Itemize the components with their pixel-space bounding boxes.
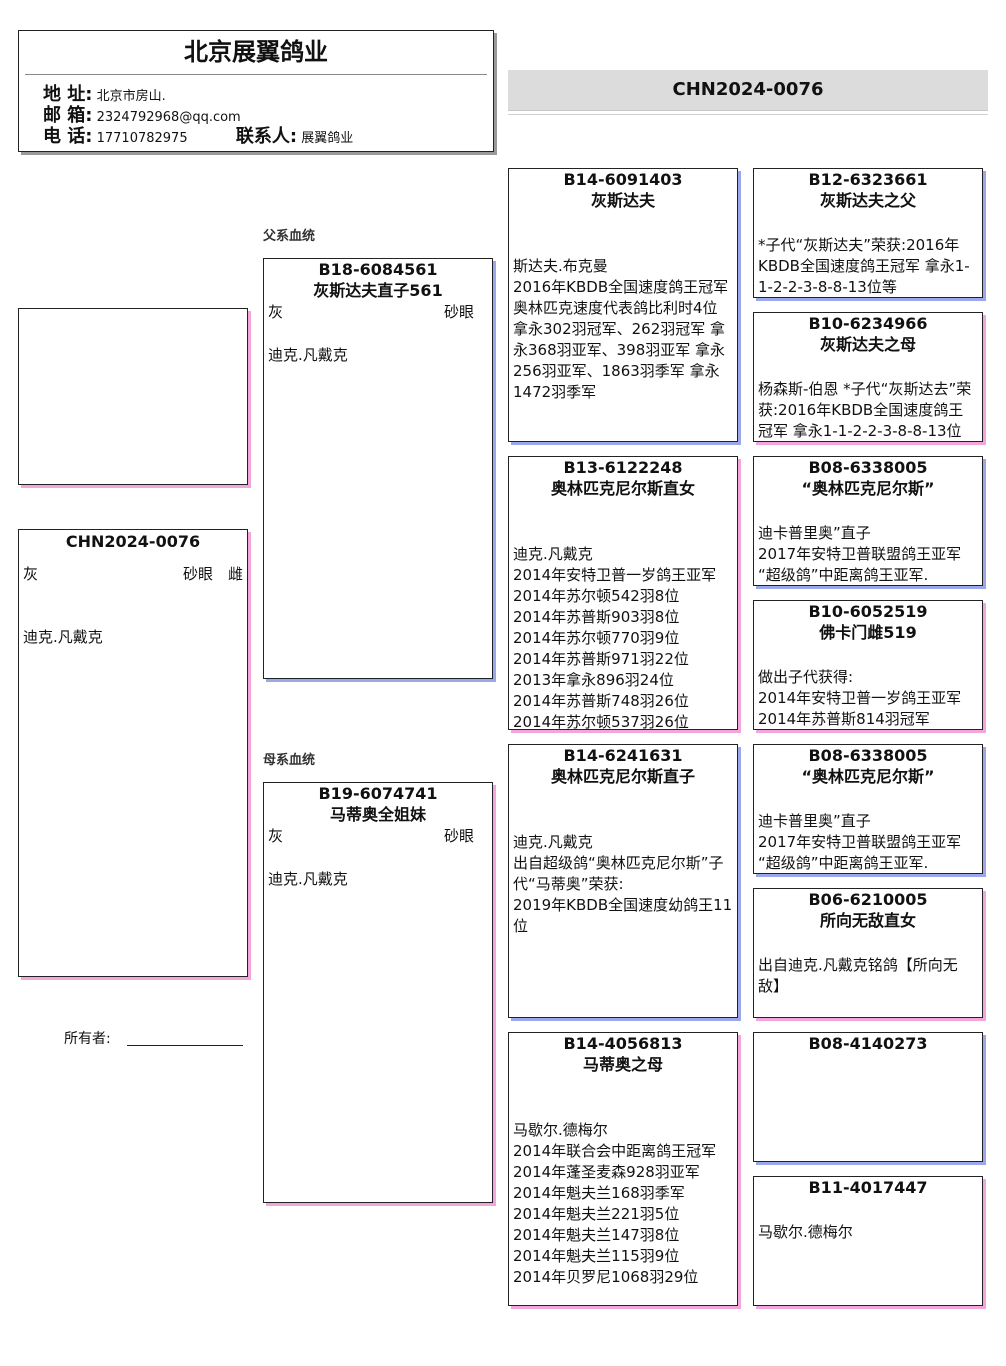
sire-ring: B18-6084561	[318, 260, 438, 279]
gp-dd-ring: B14-4056813	[563, 1034, 683, 1053]
ggp-dds-card: B08-4140273	[753, 1032, 983, 1162]
grandsire-maternal-card: B14-6241631 奥林匹克尼尔斯直子 迪克.凡戴克 出自超级鸽“奥林匹克尼…	[508, 744, 738, 1018]
ggp-sdd-name: 佛卡门雌519	[819, 623, 917, 642]
ggp-dsd-name: 所向无敌直女	[819, 911, 916, 930]
sire-color: 灰	[268, 303, 284, 321]
ggp-dsd-card: B06-6210005 所向无敌直女 出自迪克.凡戴克铭鸽【所向无敌】	[753, 888, 983, 1018]
dam-color: 灰	[268, 827, 284, 845]
gp-sd-name: 奥林匹克尼尔斯直女	[550, 479, 695, 498]
ggp-sdd-ring: B10-6052519	[808, 602, 928, 621]
ggp-ssd-name: 灰斯达夫之母	[819, 335, 916, 354]
contact-label: 联系人:	[235, 126, 298, 147]
gp-ss-name: 灰斯达夫	[590, 191, 655, 210]
gp-dd-description: 马歇尔.德梅尔 2014年联合会中距离鸽王冠军 2014年蓬圣麦森928羽亚军 …	[513, 1121, 717, 1286]
ggp-sds-description: 迪卡普里奥”直子 2017年安特卫普联盟鸽王亚军 “超级鸽”中距离鸽王亚军.	[758, 524, 962, 584]
ggp-ddd-description: 马歇尔.德梅尔	[758, 1223, 853, 1241]
subject-eye: 砂眼	[182, 565, 213, 583]
ggp-ssd-description: 杨森斯-伯恩 *子代“灰斯达去”荣获:2016年KBDB全国速度鸽王冠军 拿永1…	[758, 380, 972, 440]
breeder-title: 北京展翼鸽业	[184, 38, 328, 66]
gp-ds-description: 迪克.凡戴克 出自超级鸽“奥林匹克尼尔斯”子代“马蒂奥”荣获: 2019年KBD…	[513, 833, 733, 935]
ggp-sss-name: 灰斯达夫之父	[819, 191, 916, 210]
ggp-sdd-card: B10-6052519 佛卡门雌519 做出子代获得: 2014年安特卫普一岁鸽…	[753, 600, 983, 730]
dam-ring: B19-6074741	[318, 784, 438, 803]
ggp-dsd-ring: B06-6210005	[808, 890, 928, 909]
phone-value: 17710782975	[96, 131, 188, 146]
sire-attributes: 灰 砂眼	[264, 301, 492, 323]
address-row: 地 址: 北京市房山.	[43, 85, 166, 107]
gp-ds-name: 奥林匹克尼尔斯直子	[550, 767, 695, 786]
owner-label: 所有者:	[64, 1031, 111, 1047]
email-row: 邮 箱: 2324792968@qq.com	[43, 106, 241, 128]
sire-card: B18-6084561 灰斯达夫直子561 灰 砂眼 迪克.凡戴克	[263, 258, 493, 679]
contact-value: 展翼鸽业	[301, 131, 354, 146]
email-value: 2324792968@qq.com	[96, 110, 241, 125]
photo-placeholder	[18, 308, 248, 485]
dam-description: 迪克.凡戴克	[268, 870, 348, 888]
grandsire-paternal-card: B14-6091403 灰斯达夫 斯达夫.布克曼 2016年KBDB全国速度鸽王…	[508, 168, 738, 442]
email-label: 邮 箱:	[43, 105, 93, 126]
gp-ss-description: 斯达夫.布克曼 2016年KBDB全国速度鸽王冠军 奥林匹克速度代表鸽比利时4位…	[513, 257, 729, 401]
dam-eye: 砂眼	[443, 827, 474, 845]
subject-ring: CHN2024-0076	[65, 532, 201, 551]
ggp-dss-name: “奥林匹克尼尔斯”	[801, 767, 935, 786]
gp-sd-description: 迪克.凡戴克 2014年安特卫普一岁鸽王亚军 2014年苏尔顿542羽8位 20…	[513, 545, 717, 730]
top-ring-number: CHN2024-0076	[672, 79, 824, 100]
subject-pigeon-card: CHN2024-0076 灰 砂眼 雌 迪克.凡戴克	[18, 529, 248, 977]
gp-sd-ring: B13-6122248	[563, 458, 683, 477]
ggp-ddd-card: B11-4017447 马歇尔.德梅尔	[753, 1176, 983, 1306]
ggp-ssd-ring: B10-6234966	[808, 314, 928, 333]
ggp-dss-card: B08-6338005 “奥林匹克尼尔斯” 迪卡普里奥”直子 2017年安特卫普…	[753, 744, 983, 874]
header-divider	[25, 74, 487, 75]
ggp-dsd-description: 出自迪克.凡戴克铭鸽【所向无敌】	[758, 956, 958, 995]
dam-card: B19-6074741 马蒂奥全姐妹 灰 砂眼 迪克.凡戴克	[263, 782, 493, 1203]
dam-attributes: 灰 砂眼	[264, 825, 492, 847]
sire-eye: 砂眼	[443, 303, 474, 321]
granddam-paternal-card: B13-6122248 奥林匹克尼尔斯直女 迪克.凡戴克 2014年安特卫普一岁…	[508, 456, 738, 730]
granddam-maternal-card: B14-4056813 马蒂奥之母 马歇尔.德梅尔 2014年联合会中距离鸽王冠…	[508, 1032, 738, 1306]
sire-name: 灰斯达夫直子561	[313, 281, 443, 300]
sire-section-label: 父系血统	[263, 229, 316, 244]
ggp-sss-description: *子代“灰斯达夫”荣获:2016年KBDB全国速度鸽王冠军 拿永1-1-2-2-…	[758, 236, 970, 296]
ggp-sds-card: B08-6338005 “奥林匹克尼尔斯” 迪卡普里奥”直子 2017年安特卫普…	[753, 456, 983, 586]
subject-sex: 雌	[227, 565, 243, 583]
gp-dd-name: 马蒂奥之母	[582, 1055, 663, 1074]
subject-description: 迪克.凡戴克	[23, 628, 103, 646]
phone-label: 电 话:	[43, 126, 93, 147]
ggp-sss-card: B12-6323661 灰斯达夫之父 *子代“灰斯达夫”荣获:2016年KBDB…	[753, 168, 983, 298]
owner-signature-line	[127, 1045, 243, 1046]
subject-color: 灰	[23, 565, 39, 583]
ggp-dss-description: 迪卡普里奥”直子 2017年安特卫普联盟鸽王亚军 “超级鸽”中距离鸽王亚军.	[758, 812, 962, 872]
sire-description: 迪克.凡戴克	[268, 346, 348, 364]
gp-ss-ring: B14-6091403	[563, 170, 683, 189]
breeder-header-card: 北京展翼鸽业 地 址: 北京市房山. 邮 箱: 2324792968@qq.co…	[18, 30, 494, 152]
ggp-sdd-description: 做出子代获得: 2014年安特卫普一岁鸽王亚军 2014年苏普斯814羽冠军	[758, 668, 962, 728]
phone-row: 电 话: 17710782975 联系人: 展翼鸽业	[43, 127, 353, 149]
dam-name: 马蒂奥全姐妹	[329, 805, 426, 824]
ggp-sss-ring: B12-6323661	[808, 170, 928, 189]
ggp-ddd-ring: B11-4017447	[808, 1178, 928, 1197]
address-label: 地 址:	[43, 84, 93, 105]
address-value: 北京市房山.	[96, 89, 166, 104]
ggp-sds-ring: B08-6338005	[808, 458, 928, 477]
top-ring-bar: CHN2024-0076	[508, 70, 988, 111]
ggp-dds-ring: B08-4140273	[808, 1034, 928, 1053]
top-ring-underline	[508, 114, 988, 115]
subject-attributes: 灰 砂眼 雌	[19, 563, 247, 585]
ggp-ssd-card: B10-6234966 灰斯达夫之母 杨森斯-伯恩 *子代“灰斯达去”荣获:20…	[753, 312, 983, 442]
ggp-sds-name: “奥林匹克尼尔斯”	[801, 479, 935, 498]
dam-section-label: 母系血统	[263, 753, 316, 768]
ggp-dss-ring: B08-6338005	[808, 746, 928, 765]
gp-ds-ring: B14-6241631	[563, 746, 683, 765]
